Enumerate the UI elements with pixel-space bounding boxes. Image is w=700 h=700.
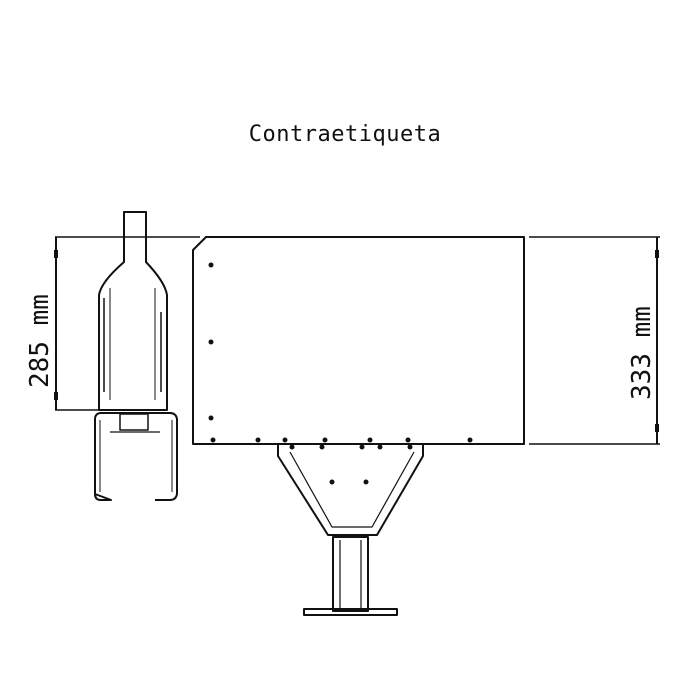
bottle — [98, 211, 168, 411]
right-dimension: 333 mm — [529, 236, 660, 445]
bracket-outline — [277, 444, 424, 536]
bracket-bolt — [407, 444, 413, 450]
bracket-bolt — [359, 444, 365, 450]
support-column — [303, 536, 398, 616]
panel-rivet — [282, 437, 288, 443]
bracket-bolt — [377, 444, 383, 450]
left-dimension-top-tick — [54, 250, 58, 258]
bottle-outline — [98, 211, 168, 411]
column-body — [332, 536, 369, 612]
right-dimension-top-tick — [655, 250, 659, 258]
panel-rivet — [208, 339, 214, 345]
panel-rivet — [405, 437, 411, 443]
panel-rivet — [255, 437, 261, 443]
panel-rivet — [210, 437, 216, 443]
panel-rivet — [467, 437, 473, 443]
bracket-bolt — [363, 479, 369, 485]
bracket-inner — [289, 451, 415, 528]
left-dimension-bottom-tick — [54, 392, 58, 400]
label-panel — [192, 236, 525, 445]
mounting-bracket — [277, 444, 424, 536]
bottle-holder — [94, 412, 178, 501]
holder-clamp — [119, 413, 149, 431]
right-dimension-bottom-tick — [655, 424, 659, 432]
panel-rivet — [208, 415, 214, 421]
holder-right-outline — [94, 412, 178, 501]
diagram-title: Contraetiqueta — [248, 122, 442, 147]
bracket-bolt — [319, 444, 325, 450]
bracket-bolt — [289, 444, 295, 450]
holder-left-outline — [94, 493, 112, 501]
right-dimension-label: 333 mm — [627, 306, 657, 400]
left-dimension: 285 mm — [25, 236, 200, 411]
panel-rivet — [208, 262, 214, 268]
bracket-bolt — [329, 479, 335, 485]
panel-rivet — [322, 437, 328, 443]
panel-rivet — [367, 437, 373, 443]
column-base-plate — [303, 608, 398, 616]
left-dimension-label: 285 mm — [25, 294, 55, 388]
label-panel-outline — [192, 236, 525, 445]
